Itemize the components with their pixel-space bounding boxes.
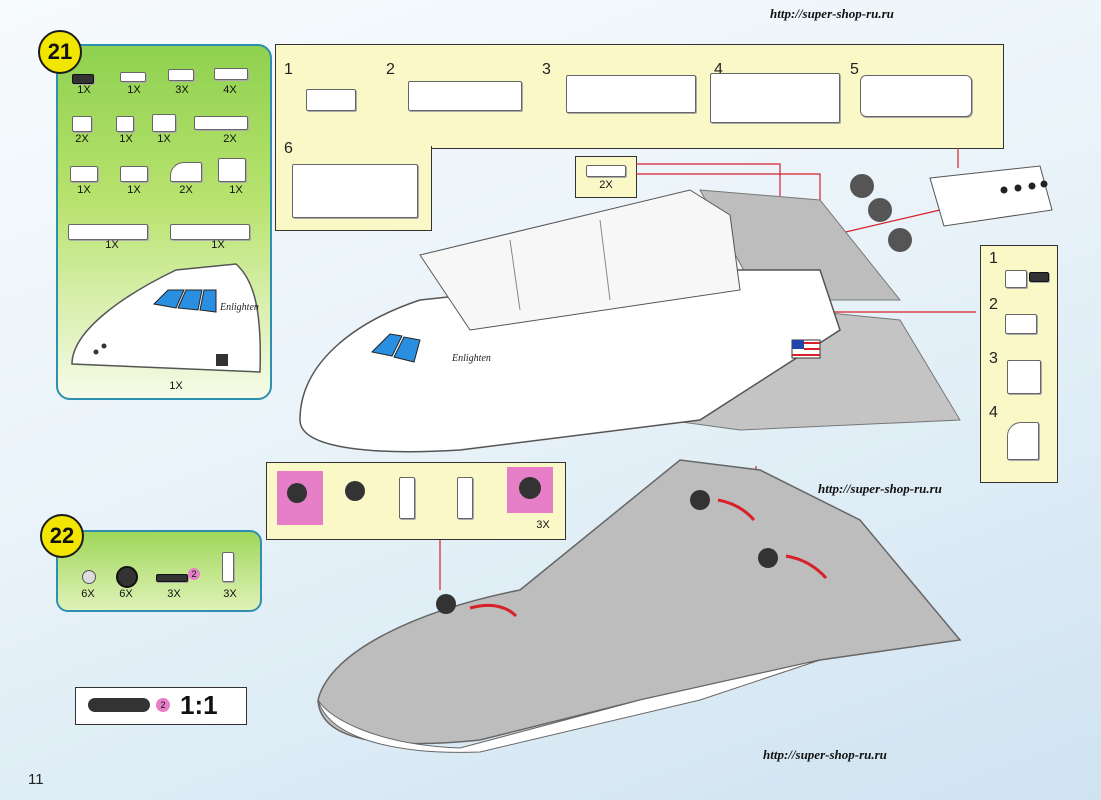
watermark-url-middle: http://super-shop-ru.ru — [818, 481, 942, 496]
subassembly-6-part — [292, 164, 418, 218]
shuttle-side-label: Enlighten — [452, 353, 491, 364]
subassembly-step-number: 2 — [386, 61, 395, 78]
part-tile-1x2 — [120, 72, 146, 82]
part-qty: 2X — [179, 184, 193, 196]
gear-step-wheel — [345, 481, 365, 501]
part-qty: 1X — [127, 84, 141, 96]
gear-step-wheel — [519, 477, 541, 499]
subassembly-3-part — [566, 75, 696, 113]
part-plate-1x6 — [194, 116, 248, 130]
part-qty: 1X — [119, 133, 133, 145]
page-number: 11 — [28, 771, 44, 788]
part-qty: 1X — [77, 184, 91, 196]
landing-gear-assembly-panel: 3X — [266, 462, 566, 540]
plate-callout: 2X — [575, 156, 637, 198]
step-22-badge: 22 — [40, 514, 84, 558]
subassembly-step-number: 4 — [714, 61, 723, 78]
subassembly-4-part — [710, 73, 840, 123]
gear-step-holder — [399, 477, 415, 519]
part-brick-2x2 — [70, 166, 98, 182]
side-steps-panel: 1 2 3 4 — [980, 245, 1058, 483]
side-step-4-part — [1007, 422, 1039, 460]
step-22-parts-panel: 6X 6X 2 3X 3X — [56, 530, 262, 612]
watermark-url-top: http://super-shop-ru.ru — [770, 6, 894, 21]
part-pin-connector — [72, 74, 94, 84]
side-step-number: 2 — [989, 296, 998, 313]
part-technic-brick — [152, 114, 176, 132]
subassembly-2-part — [408, 81, 522, 111]
side-step-1-pin — [1029, 272, 1049, 282]
subassembly-step-number: 3 — [542, 61, 551, 78]
part-qty: 1X — [77, 84, 91, 96]
part-plate-2x8 — [170, 224, 250, 240]
part-tile-2x6 — [68, 224, 148, 240]
side-step-number: 1 — [989, 250, 998, 267]
part-qty: 3X — [223, 588, 237, 600]
cockpit-label: Enlighten — [220, 302, 259, 313]
part-qty: 2X — [223, 133, 237, 145]
part-wheel-hub — [82, 570, 96, 584]
part-qty: 4X — [223, 84, 237, 96]
part-brick-2x2 — [120, 166, 148, 182]
part-qty: 1X — [127, 184, 141, 196]
subassembly-steps-panel: 1 2 3 4 5 — [275, 44, 1004, 149]
gear-step-wheel — [287, 483, 307, 503]
subassembly-step-number: 1 — [284, 61, 293, 78]
subassembly-step-6-panel: 6 — [275, 140, 432, 231]
part-qty: 3X — [175, 84, 189, 96]
callout-plate — [586, 165, 626, 177]
subassembly-1-part — [306, 89, 356, 111]
side-step-2-part — [1005, 314, 1037, 334]
side-step-1-part — [1005, 270, 1027, 288]
step-21-badge: 21 — [38, 30, 82, 74]
part-qty: 1X — [157, 133, 171, 145]
part-brick-side-studs — [218, 158, 246, 182]
scale-label: 1:1 — [180, 690, 218, 720]
part-plate-2x2 — [168, 69, 194, 81]
part-qty: 2X — [75, 133, 89, 145]
gear-assembly-qty: 3X — [536, 519, 550, 531]
part-axle — [156, 574, 188, 582]
part-qty: 1X — [229, 184, 243, 196]
subassembly-5-part — [860, 75, 972, 117]
part-slope-1x1 — [116, 116, 134, 132]
side-step-number: 3 — [989, 350, 998, 367]
part-landing-gear-holder — [222, 552, 234, 582]
cockpit-nose-piece — [71, 263, 262, 373]
scale-axle-bar — [88, 698, 150, 712]
part-curved-slope — [170, 162, 202, 182]
step-21-parts-panel: 1X 1X 3X 4X 2X 1X 1X 2X 1X 1X 2X 1X 1X 1… — [56, 44, 272, 400]
gear-step-holder — [457, 477, 473, 519]
cockpit-qty: 1X — [169, 380, 183, 392]
scale-reference-box: 2 1:1 — [75, 687, 247, 725]
part-tire — [116, 566, 138, 588]
side-step-3-part — [1007, 360, 1041, 394]
side-step-number: 4 — [989, 404, 998, 421]
part-qty: 6X — [119, 588, 133, 600]
subassembly-step-number: 5 — [850, 61, 859, 78]
part-qty: 1X — [211, 239, 225, 251]
subassembly-step-number: 6 — [284, 140, 293, 157]
part-qty: 6X — [81, 588, 95, 600]
axle-length-marker: 2 — [188, 568, 200, 580]
callout-qty: 2X — [599, 179, 613, 191]
part-qty: 3X — [167, 588, 181, 600]
part-plate-2x3 — [214, 68, 248, 80]
watermark-url-bottom: http://super-shop-ru.ru — [763, 747, 887, 762]
part-clip-brick — [72, 116, 92, 132]
part-qty: 1X — [105, 239, 119, 251]
scale-axle-marker: 2 — [156, 698, 170, 712]
